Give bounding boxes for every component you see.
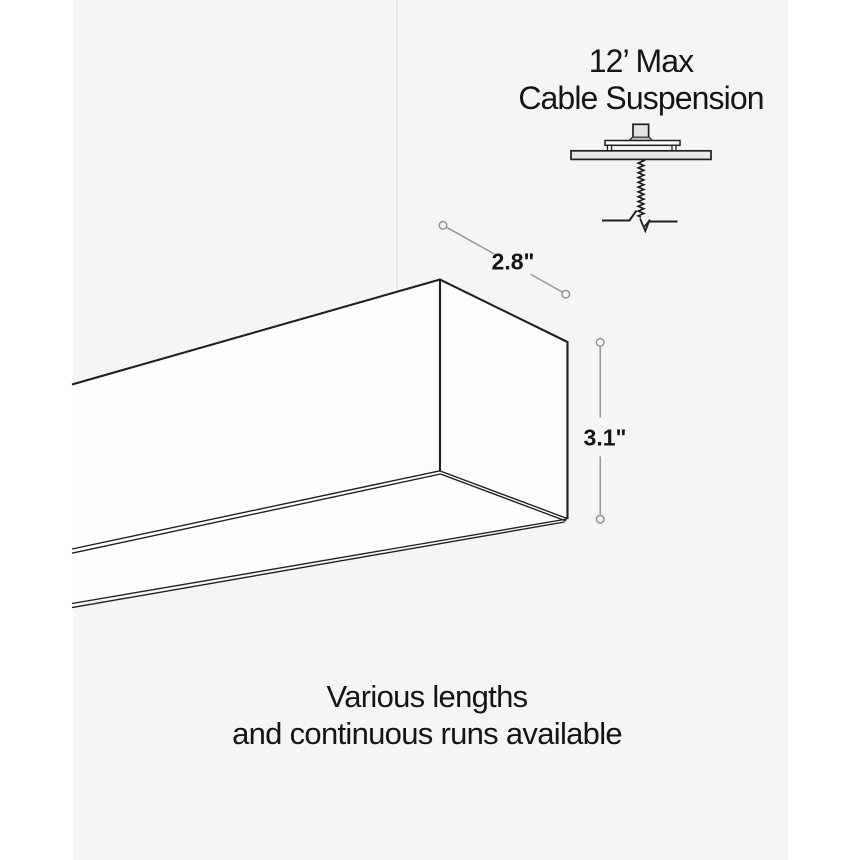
fixture-end-face xyxy=(440,279,568,519)
dim-width-endpoint-start xyxy=(438,220,448,230)
height-dimension-label: 3.1" xyxy=(583,424,627,451)
dim-width-line-a xyxy=(446,226,495,255)
cable-tip xyxy=(639,218,651,234)
break-line-left xyxy=(602,209,638,222)
availability-note-line1: Various lengths xyxy=(326,679,529,714)
lens-bottom-edge-inner xyxy=(71,521,565,609)
availability-note-line2: and continuous runs available xyxy=(232,716,623,751)
dim-height-endpoint-top xyxy=(595,337,605,347)
suspension-cable-coil xyxy=(636,158,646,218)
suspension-note-line2: Cable Suspension xyxy=(518,80,764,116)
width-dimension-label: 2.8" xyxy=(491,248,535,275)
lens-front-edge-inner xyxy=(71,473,441,554)
suspension-note-line1: 12’ Max xyxy=(588,43,694,79)
dim-width-line-b xyxy=(530,273,563,293)
dim-width-endpoint-end xyxy=(561,289,571,299)
availability-note: Various lengths and continuous runs avai… xyxy=(232,678,623,752)
lens-end-edge-inner xyxy=(440,473,567,522)
fixture-lens-bottom-face xyxy=(72,471,568,604)
lens-bottom-edge-outer xyxy=(71,518,568,605)
mount-stem xyxy=(632,123,650,139)
ceiling-plate xyxy=(570,149,712,161)
dim-height-endpoint-bottom xyxy=(595,514,605,524)
fixture-end-top-edge xyxy=(438,278,568,343)
lens-end-edge-outer xyxy=(439,470,568,520)
canopy-plate xyxy=(604,139,681,147)
fixture-front-face xyxy=(72,279,440,550)
suspension-note: 12’ Max Cable Suspension xyxy=(518,43,764,117)
lens-front-edge-outer xyxy=(71,470,441,550)
fixture-top-edge xyxy=(71,278,441,386)
